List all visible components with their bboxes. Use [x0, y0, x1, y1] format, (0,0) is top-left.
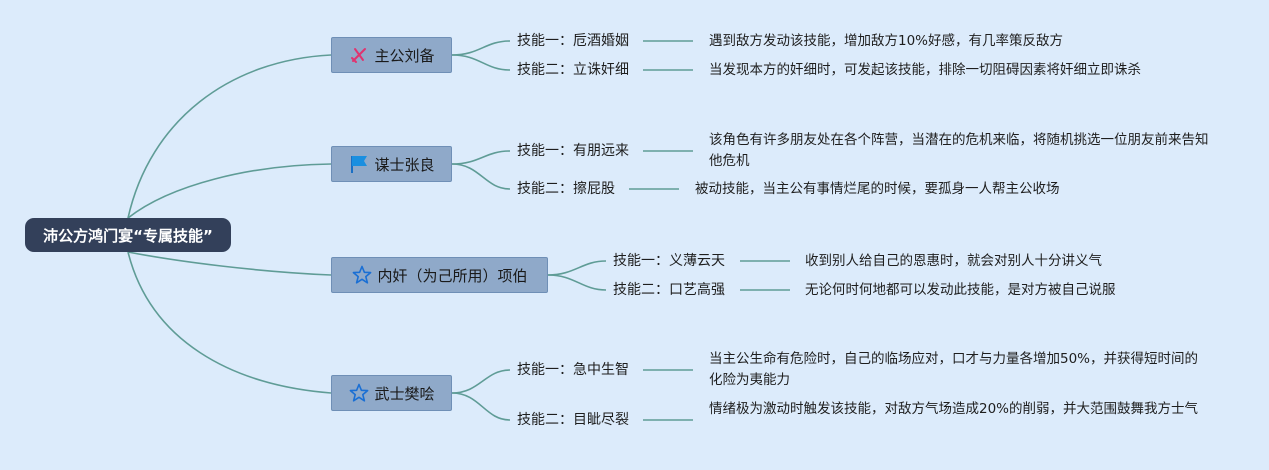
branch-label: 武士樊哙 [374, 384, 435, 403]
connector-b1-s1 [451, 40, 511, 56]
connector-b4-s2 [451, 392, 511, 421]
branch-topic-fankuai[interactable]: 武士樊哙 [331, 375, 452, 411]
skill-topic[interactable]: 技能二：立诛奸细 [517, 62, 629, 78]
skill-description[interactable]: 当主公生命有危险时，自己的临场应对，口才与力量各增加50%，并获得短时间的化险为… [709, 351, 1199, 388]
skill-topic[interactable]: 技能二：口艺高强 [613, 282, 725, 298]
connector-b3-s2 [547, 274, 607, 291]
connector-root-branch-4 [127, 251, 332, 394]
skill-description[interactable]: 情绪极为激动时触发该技能，对敌方气场造成20%的削弱，并大范围鼓舞我方士气 [709, 401, 1199, 417]
skill-description[interactable]: 该角色有许多朋友处在各个阵营，当潜在的危机来临，将随机挑选一位朋友前来告知他危机 [709, 132, 1209, 169]
skill-topic[interactable]: 技能一：卮酒婚姻 [517, 33, 629, 49]
connector-root-branch-1 [127, 54, 332, 219]
skill-topic[interactable]: 技能一：有朋远来 [517, 143, 629, 159]
root-topic[interactable]: 沛公方鸿门宴“专属技能” [25, 218, 231, 252]
branch-topic-liubei[interactable]: 主公刘备 [331, 37, 452, 73]
branch-label: 谋士张良 [374, 155, 435, 174]
star-icon [351, 264, 373, 286]
skill-topic[interactable]: 技能二：目眦尽裂 [517, 412, 629, 428]
swords-icon [348, 44, 370, 66]
connector-b1-s2 [451, 54, 511, 71]
star-icon [348, 382, 370, 404]
connector-b3-s1 [547, 260, 607, 276]
skill-description[interactable]: 被动技能，当主公有事情烂尾的时候，要孤身一人帮主公收场 [695, 181, 1060, 197]
connector-root-branch-2 [127, 163, 332, 219]
skill-topic[interactable]: 技能一：急中生智 [517, 362, 629, 378]
connector-b4-s1 [451, 369, 511, 394]
connector-b2-s2 [451, 163, 511, 190]
flag-icon [348, 153, 370, 175]
branch-label: 内奸（为己所用）项伯 [377, 266, 528, 285]
skill-topic[interactable]: 技能一：义薄云天 [613, 253, 725, 269]
connector-b2-s1 [451, 150, 511, 165]
skill-description[interactable]: 当发现本方的奸细时，可发起该技能，排除一切阻碍因素将奸细立即诛杀 [709, 62, 1141, 78]
skill-description[interactable]: 遇到敌方发动该技能，增加敌方10%好感，有几率策反敌方 [709, 33, 1064, 49]
skill-topic[interactable]: 技能二：擦屁股 [517, 181, 615, 197]
connector-root-branch-3 [127, 251, 332, 276]
branch-topic-zhangliang[interactable]: 谋士张良 [331, 146, 452, 182]
skill-description[interactable]: 无论何时何地都可以发动此技能，是对方被自己说服 [805, 282, 1116, 298]
branch-topic-xiangbo[interactable]: 内奸（为己所用）项伯 [331, 257, 548, 293]
branch-label: 主公刘备 [374, 46, 435, 65]
skill-description[interactable]: 收到别人给自己的恩惠时，就会对别人十分讲义气 [805, 253, 1102, 269]
